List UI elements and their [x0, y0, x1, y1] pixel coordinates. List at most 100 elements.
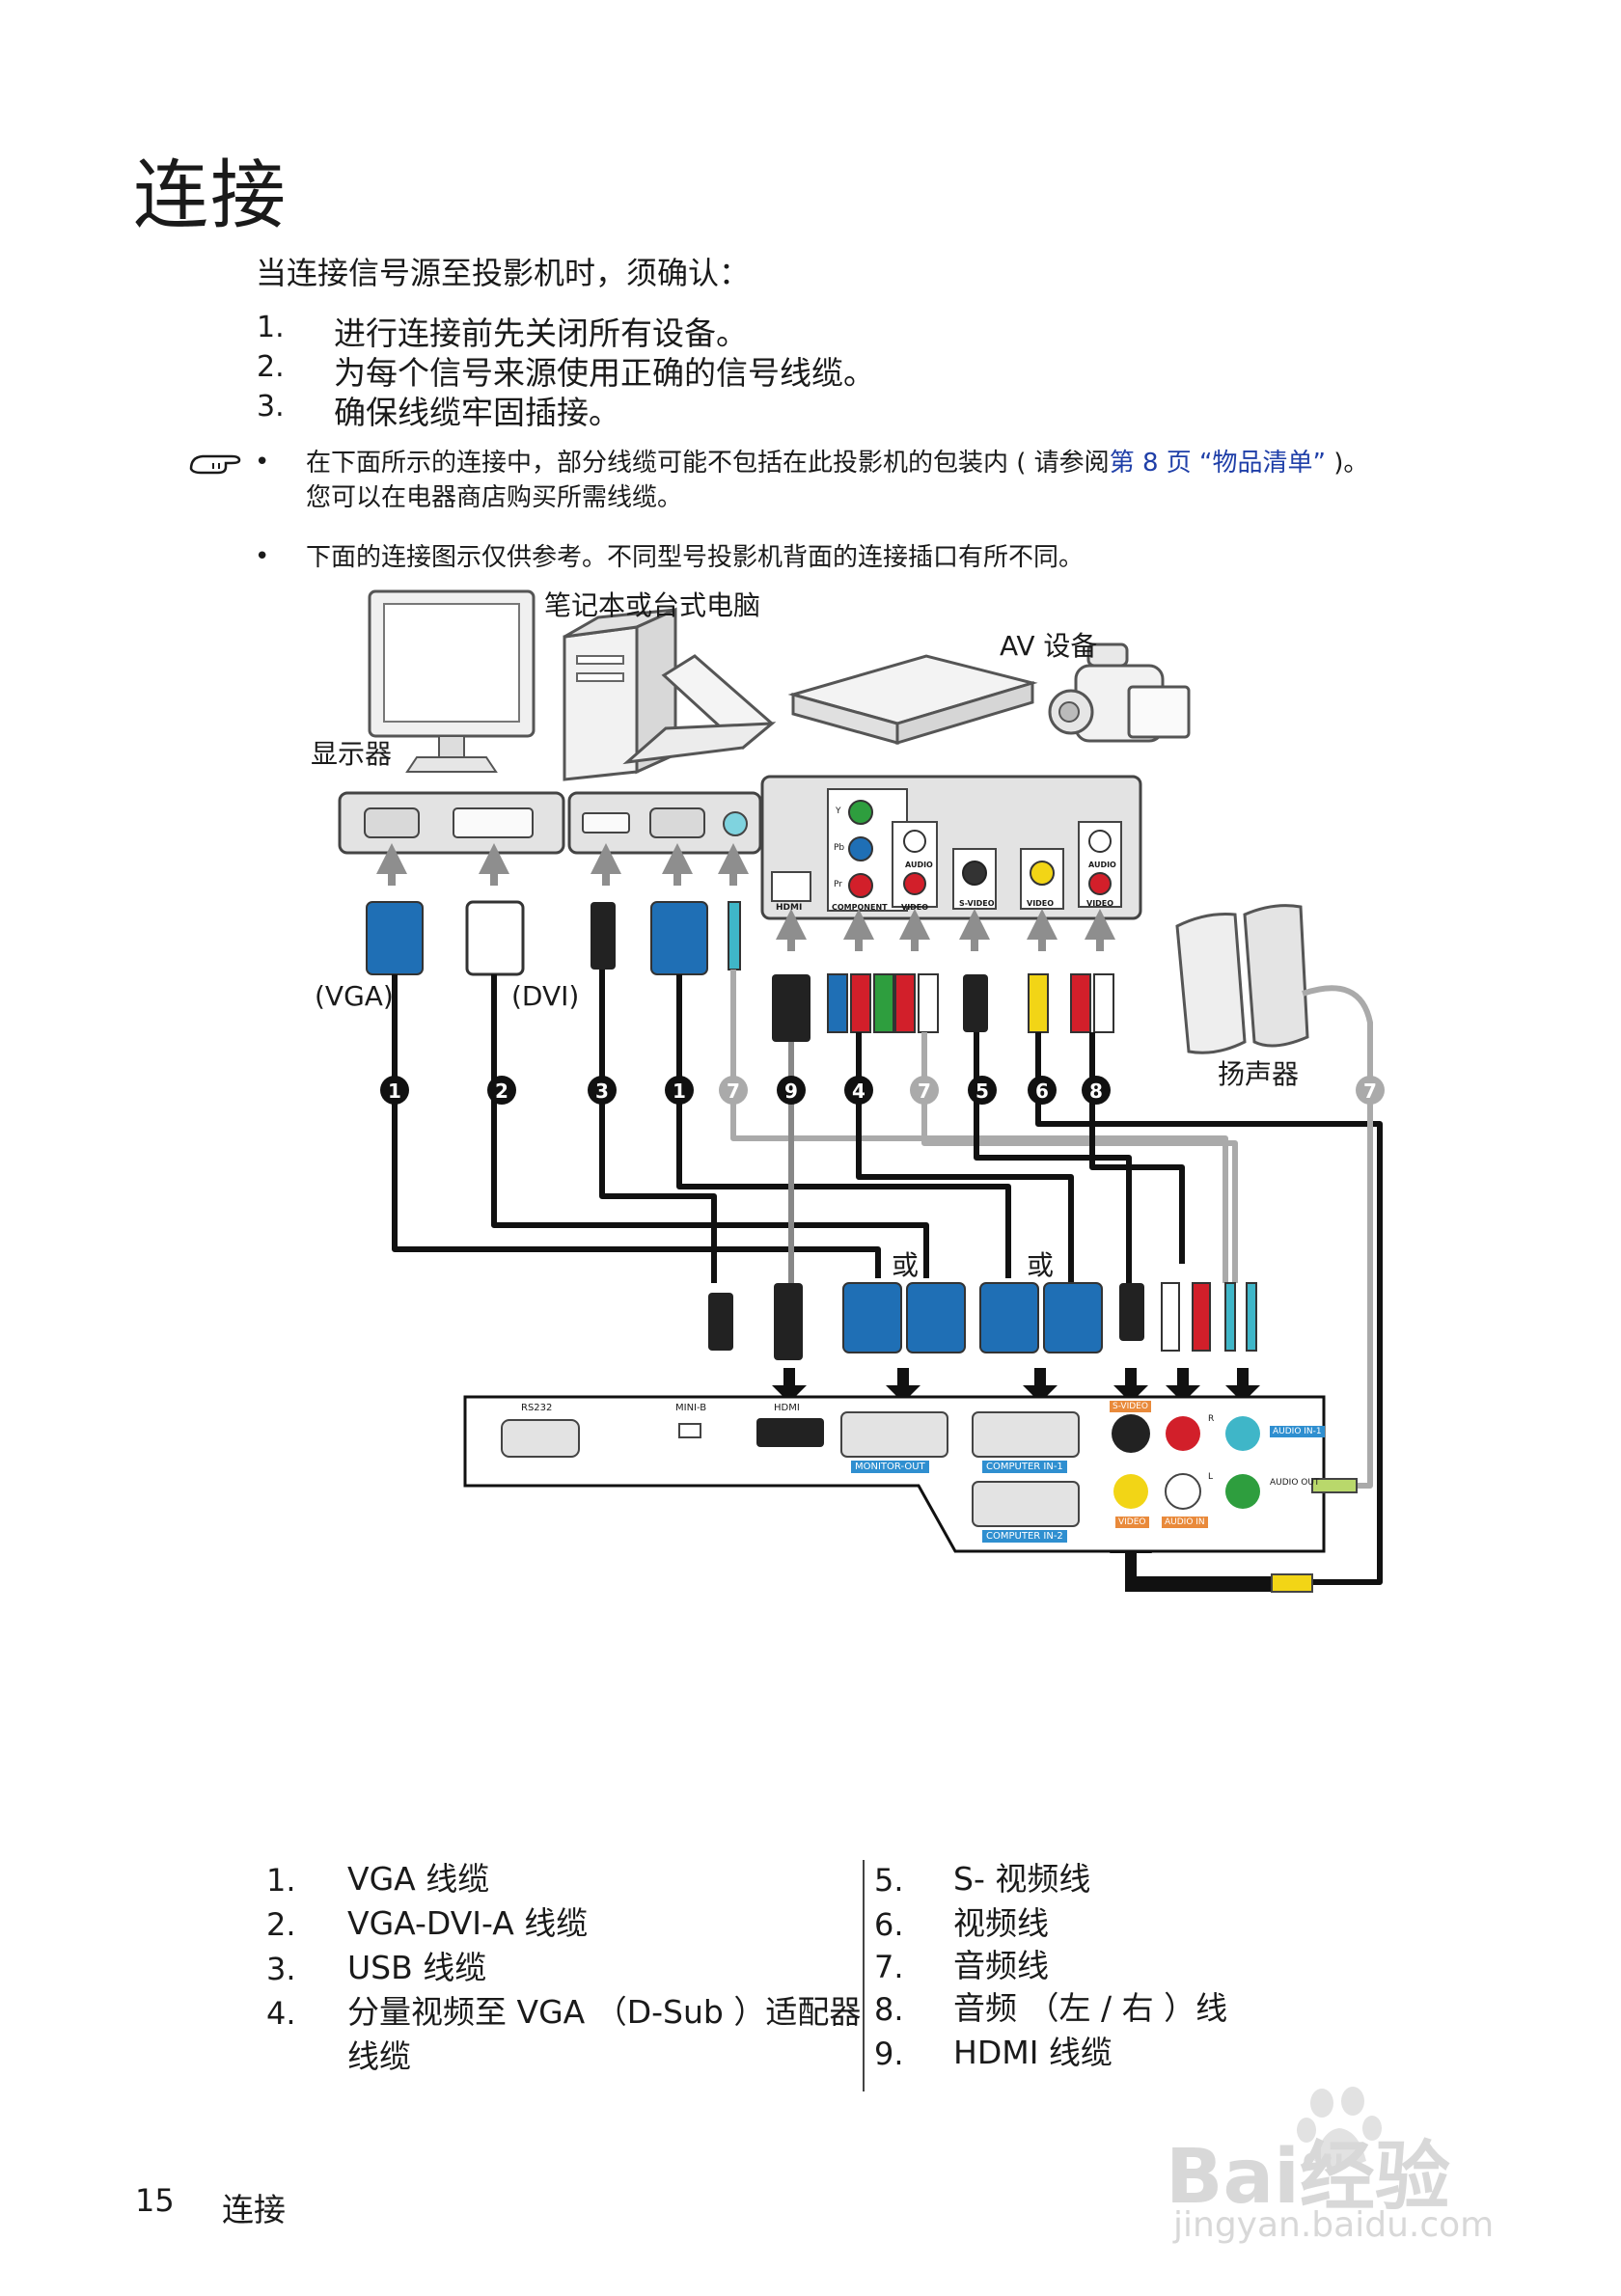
- item-list-link[interactable]: 第 8 页 “物品清单”: [1109, 449, 1326, 478]
- page-number: 15: [135, 2182, 175, 2219]
- legend-divider: [863, 1860, 865, 2091]
- step-number: 2.: [257, 350, 285, 384]
- camcorder-illustration: [1048, 642, 1191, 743]
- av-player-illustration: [787, 654, 1038, 746]
- legend-text: VGA 线缆: [347, 1860, 490, 1898]
- source-port-label: AUDIO: [1088, 861, 1116, 869]
- projector-port-label: S-VIDEO: [1110, 1401, 1151, 1412]
- legend-number: 9.: [874, 2036, 904, 2072]
- legend-number: 1.: [266, 1862, 296, 1899]
- page-title: 连接: [133, 152, 288, 239]
- cable-number-markers: [380, 1076, 1385, 1105]
- monitor-port-panel: [338, 791, 565, 855]
- source-port-label: HDMI: [776, 903, 803, 913]
- laptop-illustration: [622, 654, 777, 765]
- source-arrows: [376, 843, 1115, 951]
- projector-port-label: COMPUTER IN-1: [982, 1461, 1067, 1473]
- note-1-end: )。: [1325, 449, 1369, 478]
- note-2: 下面的连接图示仅供参考。不同型号投影机背面的连接插口有所不同。: [306, 543, 1085, 572]
- cable-marker: 9: [784, 1080, 798, 1103]
- source-port-label: COMPONENT: [832, 903, 888, 912]
- step-number: 3.: [257, 390, 285, 424]
- note-1-line2: 您可以在电器商店购买所需线缆。: [306, 483, 683, 512]
- source-port-label: VIDEO: [1086, 899, 1114, 908]
- step-number: 1.: [257, 311, 285, 344]
- cable-marker: 6: [1035, 1080, 1049, 1103]
- cable-marker: 3: [595, 1080, 609, 1103]
- watermark-du: du: [1303, 2144, 1344, 2177]
- projector-port-label: AUDIO IN-1: [1270, 1426, 1325, 1437]
- pc-port-panel: [567, 791, 762, 855]
- projector-port-label: R: [1208, 1414, 1215, 1424]
- legend-text: VGA-DVI-A 线缆: [347, 1904, 589, 1942]
- source-port-label: AUDIO: [905, 861, 933, 869]
- projector-port-label: MONITOR-OUT: [851, 1461, 929, 1473]
- projector-port-label: MINI-B: [675, 1403, 707, 1413]
- legend-text: 音频线: [953, 1947, 1049, 1984]
- legend-number: 5.: [874, 1862, 904, 1899]
- note-1: 在下面所示的连接中，部分线缆可能不包括在此投影机的包装内 ( 请参阅第 8 页 …: [306, 446, 1368, 480]
- cable-marker: 1: [673, 1080, 686, 1103]
- legend-text: 音频 （左 / 右 ）线: [953, 1989, 1228, 2027]
- note-1-text: 在下面所示的连接中，部分线缆可能不包括在此投影机的包装内 ( 请参阅: [306, 449, 1110, 478]
- legend-text: S- 视频线: [953, 1860, 1091, 1898]
- baidu-paw-icon: [1297, 2087, 1382, 2167]
- source-port-label: S-VIDEO: [959, 899, 995, 908]
- projector-port-label: RS232: [521, 1403, 553, 1413]
- av-port-panel: [760, 775, 1142, 920]
- source-port-label: Pb: [834, 843, 845, 853]
- legend-number: 2.: [266, 1906, 296, 1943]
- source-port-label: VIDEO: [901, 903, 929, 912]
- cable-marker: 8: [1089, 1080, 1103, 1103]
- cable-marker: 2: [495, 1080, 508, 1103]
- pc-label: 笔记本或台式电脑: [544, 589, 761, 621]
- source-port-label: Pr: [834, 880, 842, 889]
- dvi-label: (DVI): [511, 980, 580, 1012]
- note-bullet: •: [255, 448, 270, 477]
- legend-number: 7.: [874, 1949, 904, 1985]
- cable-marker: 7: [727, 1080, 740, 1103]
- speakers-label: 扬声器: [1218, 1058, 1300, 1090]
- source-port-label: VIDEO: [1027, 899, 1055, 908]
- cable-marker: 4: [852, 1080, 865, 1103]
- watermark-logo: Bai经验: [1166, 2134, 1450, 2221]
- cable-marker: 5: [975, 1080, 989, 1103]
- projector-arrows: [772, 1368, 1274, 1592]
- projector-port-label: VIDEO: [1115, 1517, 1149, 1528]
- legend-text-continued: 线缆: [347, 2037, 411, 2075]
- bottom-connectors: [708, 1282, 1257, 1360]
- note-bullet: •: [255, 542, 270, 571]
- step-text: 为每个信号来源使用正确的信号线缆。: [334, 354, 875, 392]
- projector-back-panel: [463, 1395, 1358, 1593]
- watermark-url: jingyan.baidu.com: [1173, 2205, 1495, 2245]
- projector-port-label: AUDIO IN: [1162, 1517, 1208, 1528]
- legend-number: 4.: [266, 1995, 296, 2032]
- projector-port-label: AUDIO OUT: [1270, 1478, 1320, 1488]
- top-connectors: [366, 900, 1114, 1042]
- or-label: 或: [892, 1249, 920, 1281]
- legend-number: 8.: [874, 1991, 904, 2028]
- av-label: AV 设备: [1000, 630, 1098, 662]
- speakers-illustration: [1175, 904, 1373, 1080]
- legend-text: HDMI 线缆: [953, 2034, 1113, 2071]
- or-label: 或: [1027, 1249, 1055, 1281]
- cable-marker: 1: [388, 1080, 401, 1103]
- step-text: 进行连接前先关闭所有设备。: [334, 314, 748, 352]
- projector-port-label: COMPUTER IN-2: [982, 1530, 1067, 1543]
- legend-text: USB 线缆: [347, 1949, 487, 1986]
- monitor-illustration: [368, 589, 536, 773]
- legend-number: 6.: [874, 1906, 904, 1943]
- step-text: 确保线缆牢固插接。: [334, 394, 620, 431]
- legend-text: 视频线: [953, 1904, 1049, 1942]
- projector-port-label: L: [1208, 1472, 1214, 1482]
- cable-marker: 7: [1363, 1080, 1377, 1103]
- vga-label: (VGA): [315, 980, 394, 1012]
- legend-text: 分量视频至 VGA （D-Sub ）适配器: [347, 1993, 862, 2031]
- projector-port-label: HDMI: [774, 1403, 800, 1413]
- footer-section: 连接: [222, 2191, 286, 2228]
- source-port-label: Y: [836, 806, 841, 816]
- intro-text: 当连接信号源至投影机时，须确认：: [256, 255, 751, 291]
- cable-marker: 7: [918, 1080, 931, 1103]
- legend-number: 3.: [266, 1951, 296, 1987]
